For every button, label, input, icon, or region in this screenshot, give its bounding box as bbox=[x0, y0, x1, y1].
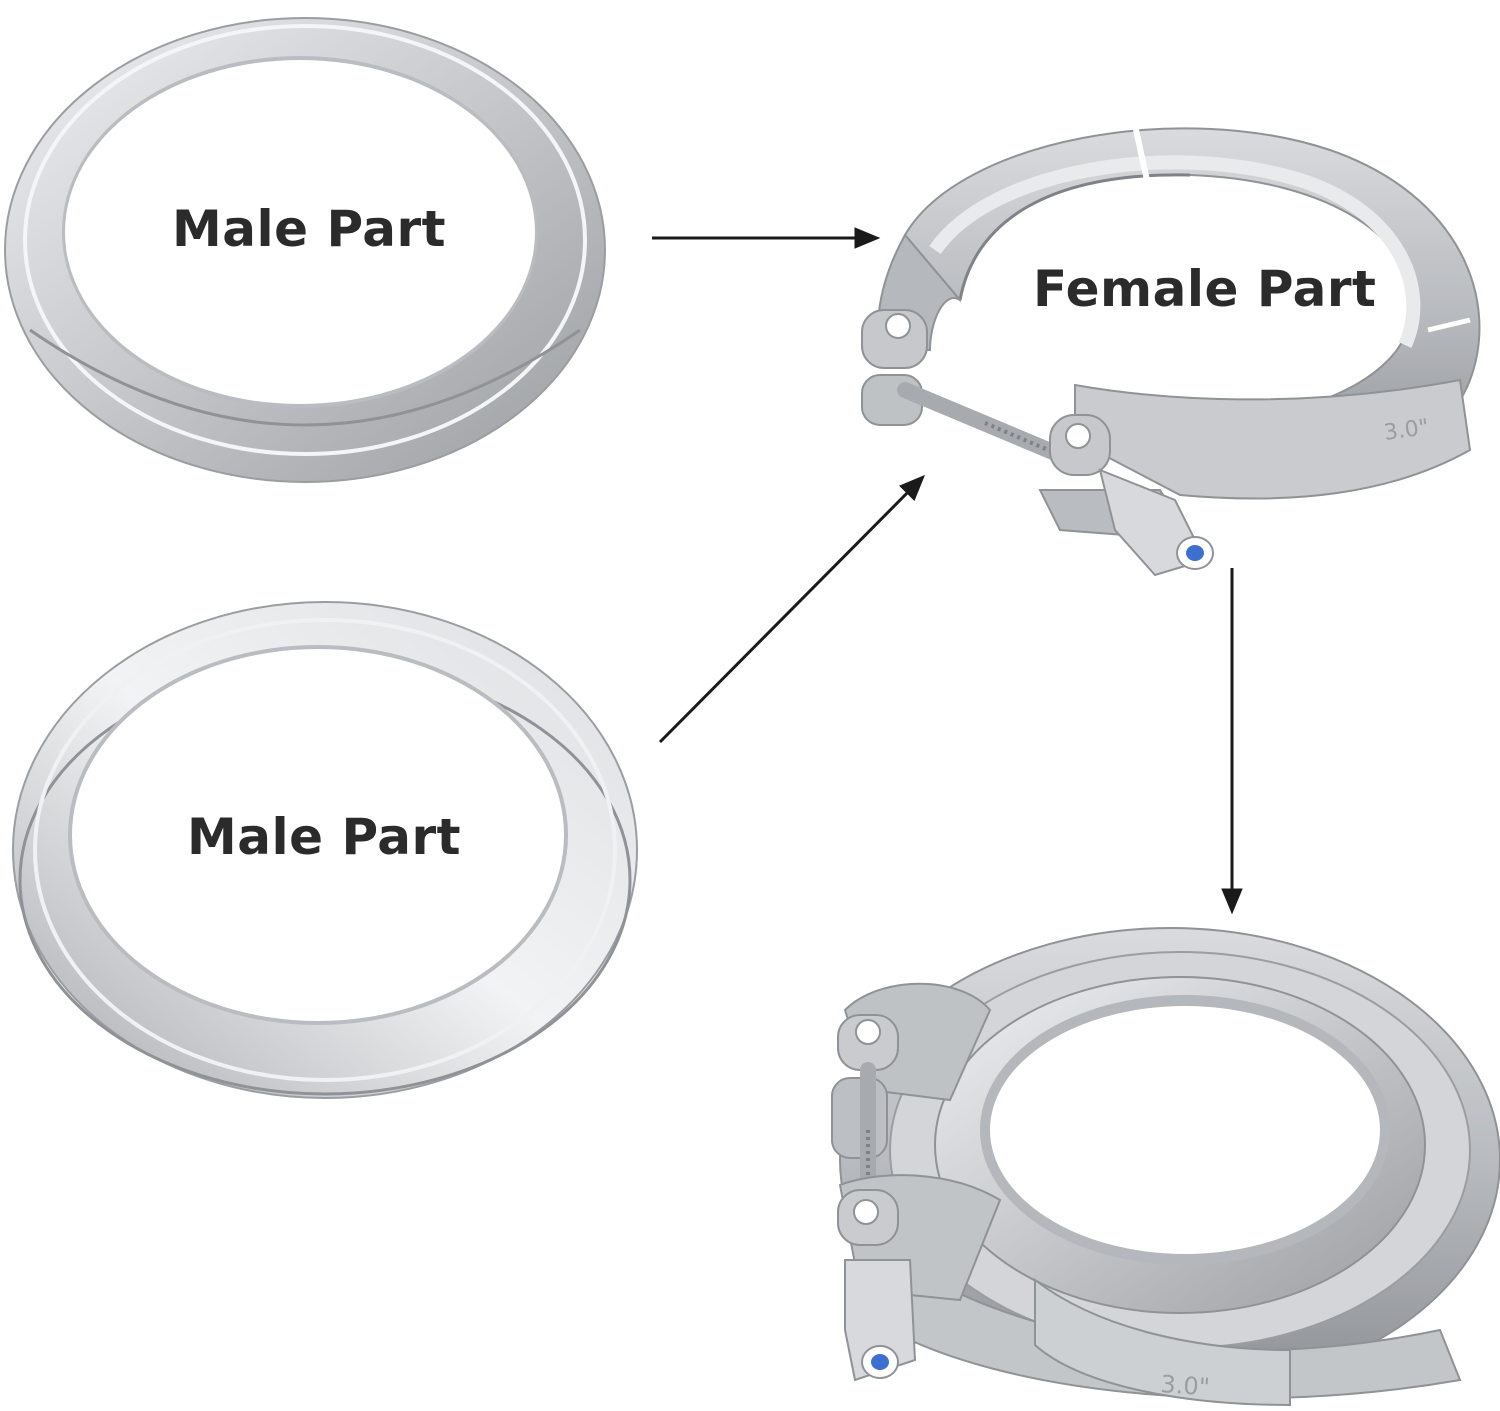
clamp-size-marking-bottom: 3.0" bbox=[1160, 1370, 1211, 1401]
arrow-bottom-male-to-female bbox=[658, 474, 926, 744]
nylon-insert-top bbox=[1186, 545, 1204, 561]
v-band-clamp-open: 3.0" bbox=[861, 124, 1481, 577]
male-ring-bottom bbox=[12, 601, 638, 1099]
label-male-part-bottom: Male Part bbox=[187, 808, 462, 866]
label-male-part-top: Male Part bbox=[172, 200, 447, 258]
clamp-size-marking-top: 3.0" bbox=[1382, 415, 1430, 446]
label-female-part: Female Part bbox=[1033, 260, 1377, 318]
v-band-clamp-assembled: 3.0" bbox=[831, 927, 1500, 1407]
nylon-insert-bottom bbox=[871, 1354, 889, 1370]
male-ring-top bbox=[4, 17, 606, 483]
